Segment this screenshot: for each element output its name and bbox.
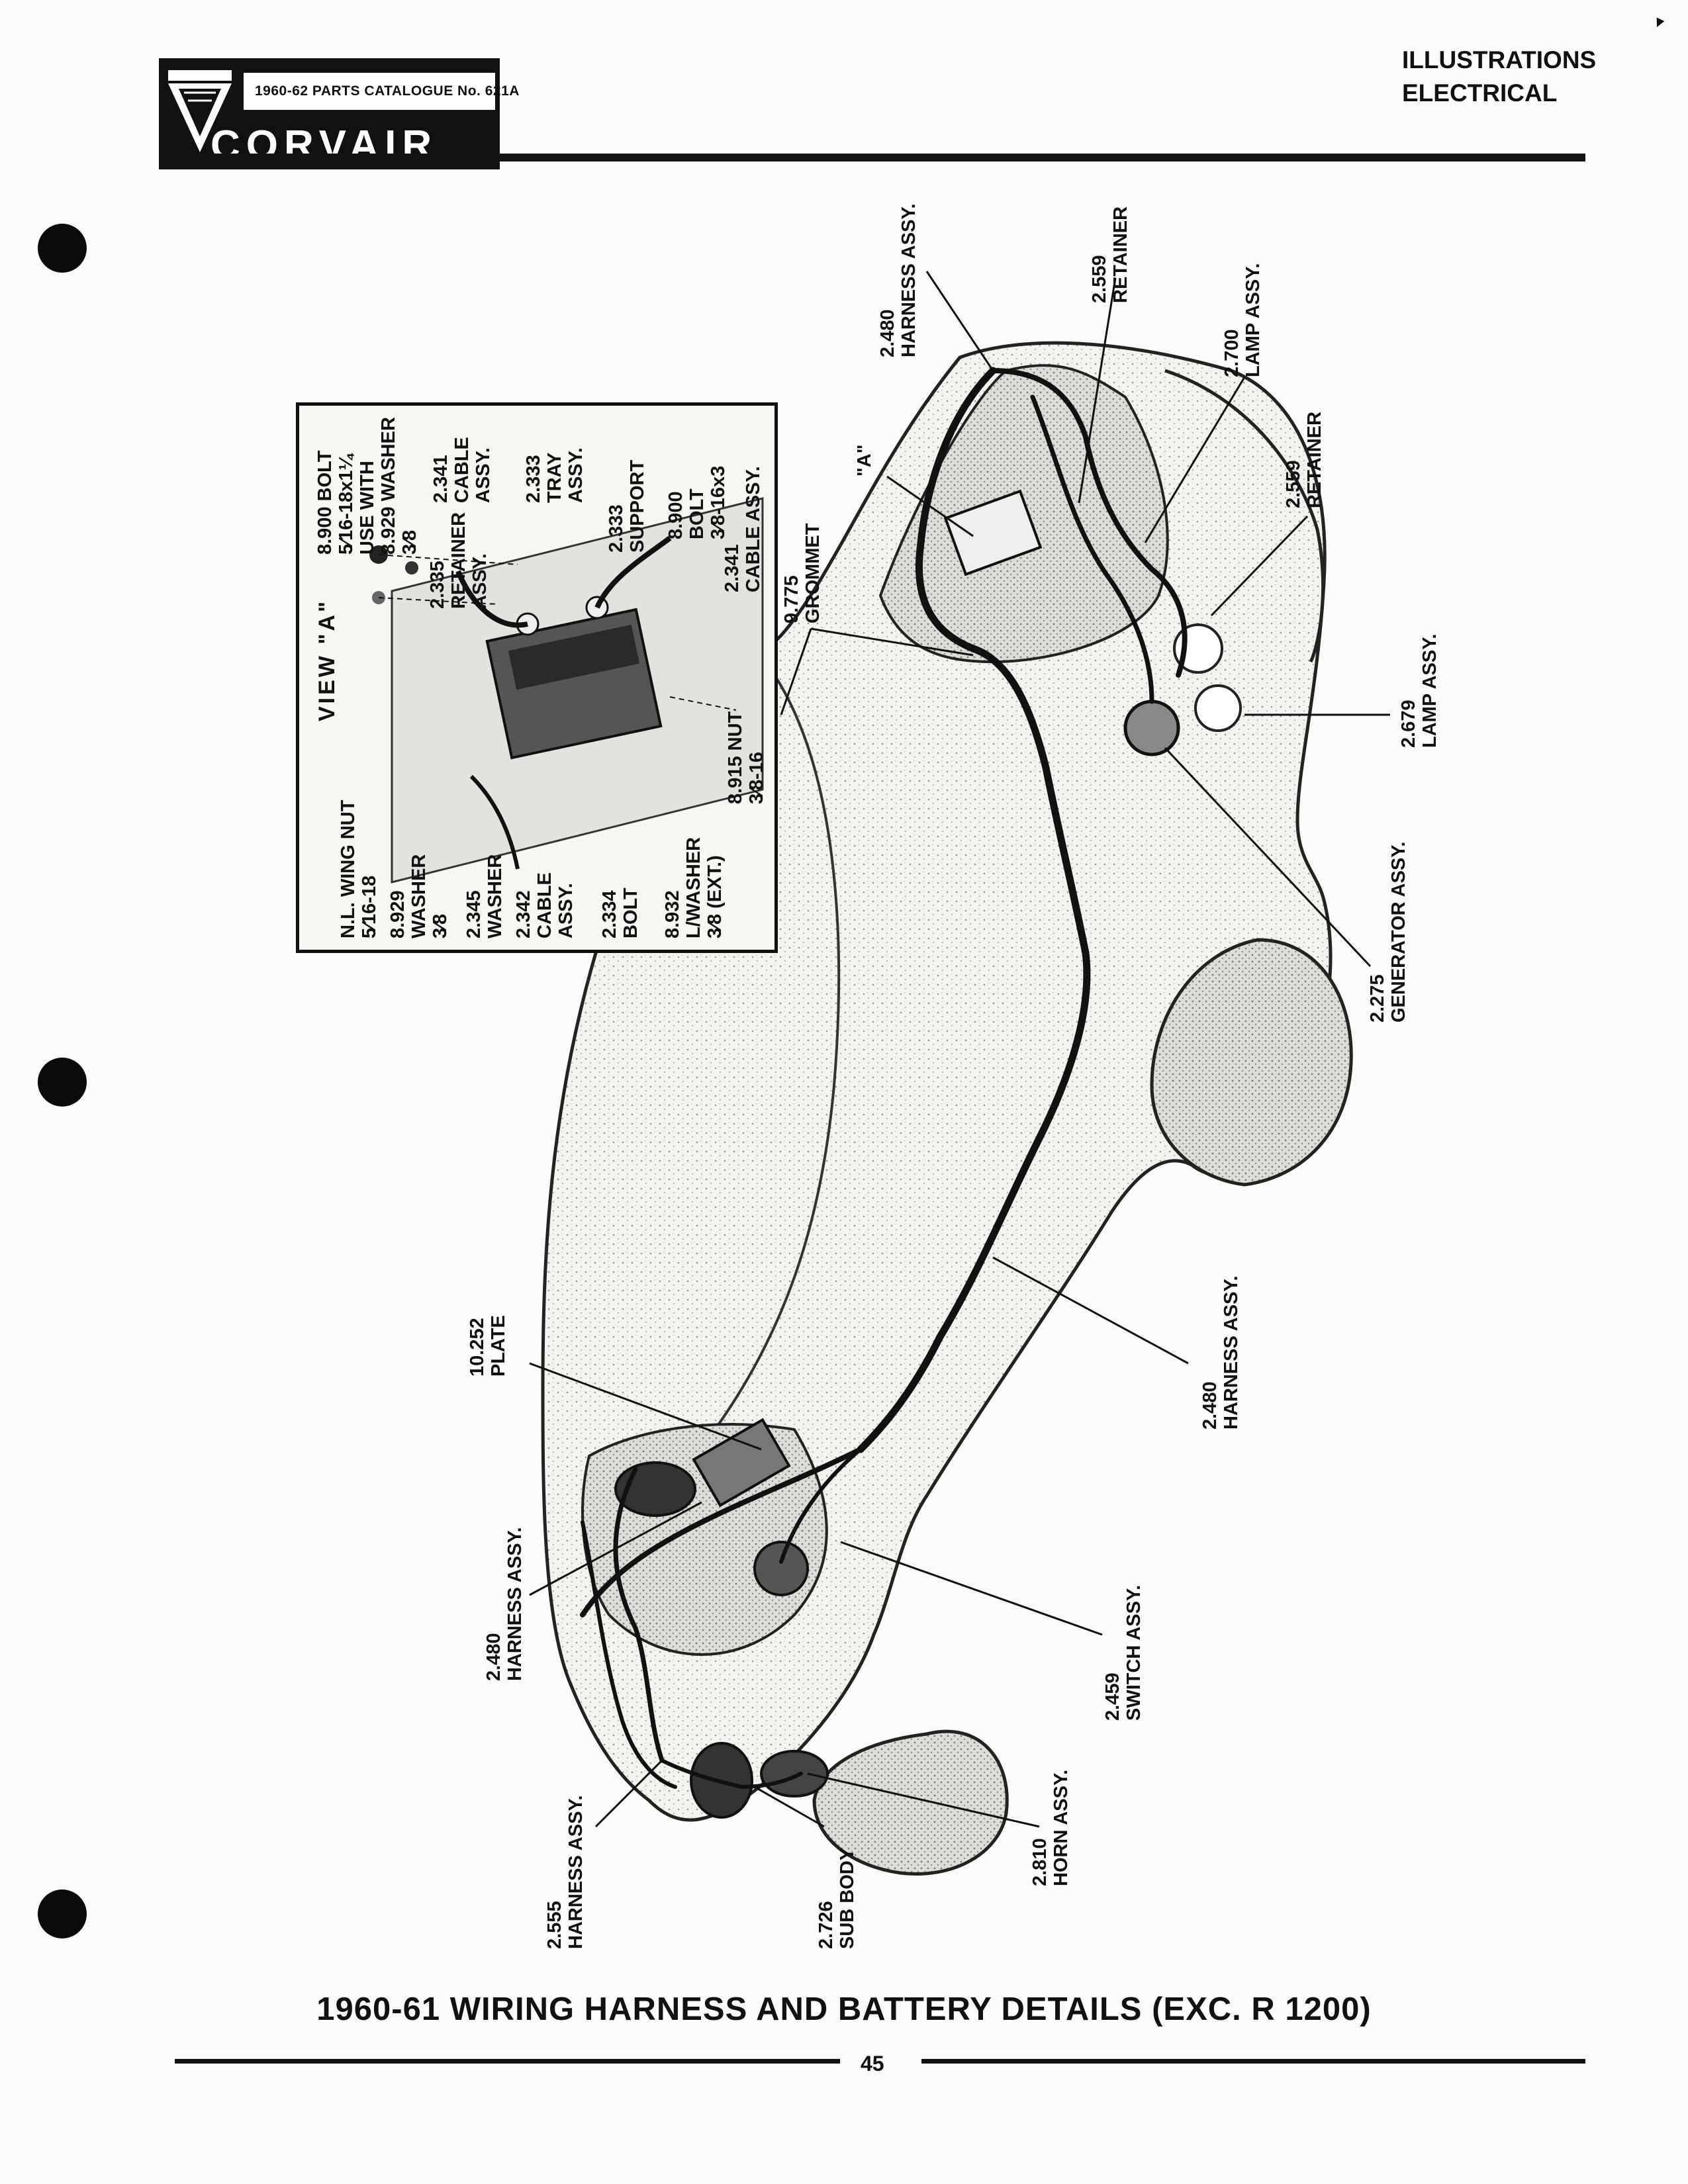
figure-caption: 1960-61 WIRING HARNESS AND BATTERY DETAI… (316, 1991, 1372, 2027)
corvair-catalogue-logo: 1960-62 PARTS CATALOGUE No. 621A CORVAIR (159, 58, 519, 169)
page-number: 45 (861, 2052, 884, 2075)
chevrolet-crest-icon (168, 70, 232, 152)
section-title-line2: ELECTRICAL (1402, 79, 1558, 107)
header-rule (159, 154, 1585, 161)
footer-rule-left (175, 2059, 840, 2064)
footer-rule-right (921, 2059, 1585, 2064)
view-a-inset (296, 402, 778, 953)
callout-view-a-marker: "A" (854, 444, 875, 477)
catalogue-title: 1960-62 PARTS CATALOGUE No. 621A (255, 83, 520, 99)
binder-hole-middle (38, 1058, 87, 1107)
inset-view-title: VIEW "A" (314, 598, 340, 721)
binder-hole-top (38, 224, 87, 273)
wiring-harness (580, 367, 1188, 1790)
callout-leaders (529, 271, 1390, 1828)
battery-detail-drawing (299, 406, 774, 950)
binder-hole-bottom (38, 1889, 87, 1938)
section-title-line1: ILLUSTRATIONS (1402, 46, 1597, 73)
